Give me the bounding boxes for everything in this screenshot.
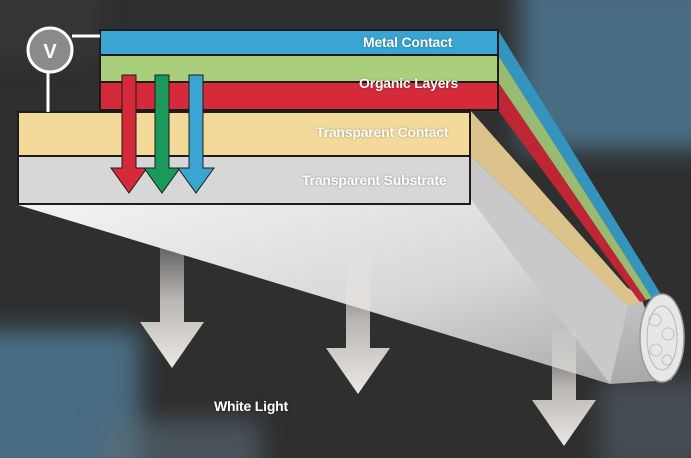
blue-emission-arrow — [177, 74, 215, 194]
transparent-substrate-label: Transparent Substrate — [302, 172, 447, 188]
voltmeter-label: V — [43, 41, 57, 63]
film-tip — [639, 293, 685, 383]
white-light-arrow-left — [140, 232, 204, 368]
layer-outlines — [17, 29, 499, 205]
white-light-label: White Light — [214, 398, 289, 414]
layer-side-faces — [470, 30, 662, 384]
white-light-arrow-right — [532, 330, 596, 446]
white-light-arrow-middle — [326, 248, 390, 394]
red-emission-arrow — [110, 74, 148, 194]
emission-arrows — [110, 74, 215, 194]
wiring — [46, 34, 100, 112]
transparent-substrate-layer — [18, 156, 470, 204]
voltmeter-icon: V — [26, 26, 74, 74]
green-emission-arrow — [143, 74, 181, 194]
transparent-contact-label: Transparent Contact — [316, 124, 449, 140]
transparent-contact-layer — [18, 112, 470, 156]
organic-layers-label: Organic Layers — [359, 75, 459, 91]
white-light-arrows — [140, 232, 596, 446]
metal-contact-label: Metal Contact — [363, 34, 453, 50]
metal-contact-layer — [100, 30, 498, 55]
